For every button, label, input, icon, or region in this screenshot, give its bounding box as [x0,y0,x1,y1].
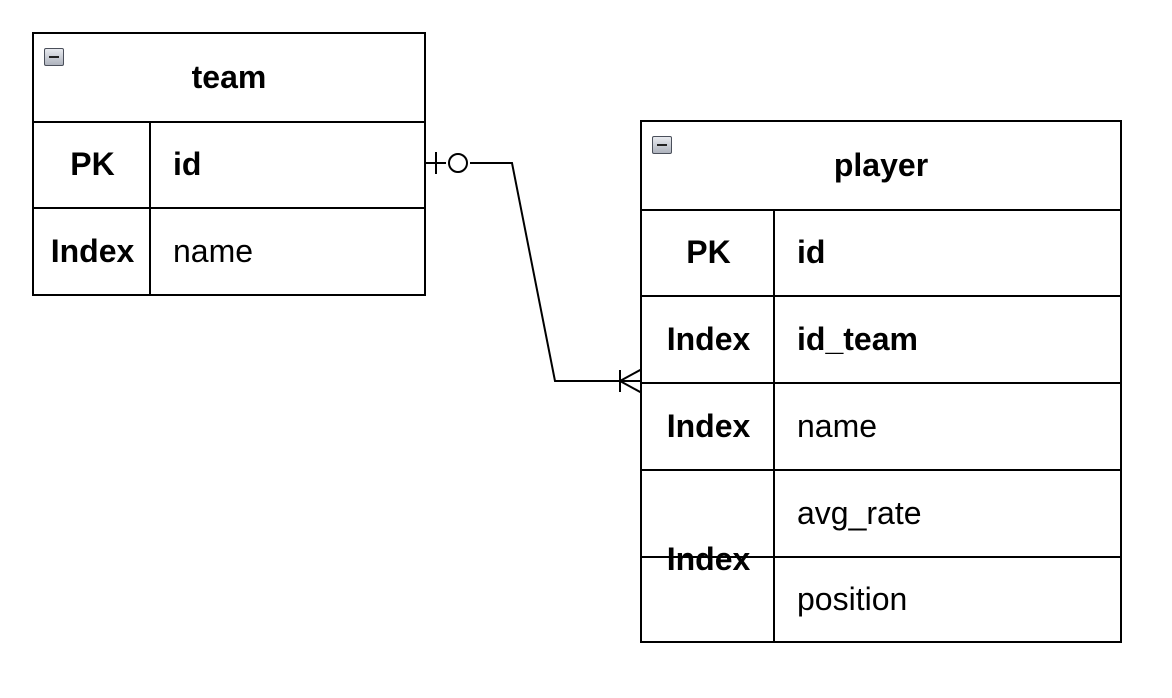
key-cell: Index [666,408,751,444]
field-cell: name [797,408,878,444]
entity-header: team [34,34,424,123]
field-cell: id_team [797,321,918,357]
key-cell: PK [686,233,731,270]
connector-line [426,162,642,382]
field-cell: position [797,581,908,617]
key-cell: Index [666,321,751,357]
entity-title: player [833,147,929,183]
table-row[interactable]: Index name [34,209,424,294]
key-cell: Index [666,540,751,577]
field-cell: avg_rate [797,495,922,531]
entity-header: player [642,122,1120,211]
entity-team[interactable]: team PK id Index name [32,32,426,296]
table-row[interactable]: avg_rate [642,471,1120,558]
entity-title: team [191,59,267,95]
crows-foot-marker [617,368,643,394]
table-row[interactable]: PK id [642,209,1120,297]
key-cell: Index [50,233,135,269]
table-row[interactable]: PK id [34,121,424,209]
table-row[interactable]: Index id_team [642,297,1120,384]
column-divider [773,209,775,641]
field-cell: id [797,233,826,270]
collapse-icon[interactable] [44,48,64,66]
entity-player[interactable]: player PK id Index id_team Index name av… [640,120,1122,643]
collapse-icon[interactable] [652,136,672,154]
field-cell: name [173,233,254,269]
key-cell: PK [70,145,115,182]
table-row[interactable]: Index name [642,384,1120,471]
field-cell: id [173,145,202,182]
zero-circle-marker [448,153,468,173]
table-row[interactable]: position [642,558,1120,641]
